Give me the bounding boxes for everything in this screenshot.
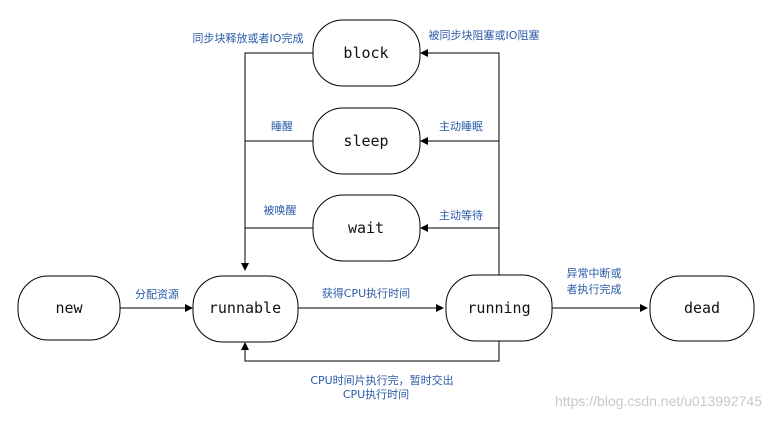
node-dead: dead — [649, 275, 755, 342]
label-new-to-runnable: 分配资源 — [135, 287, 179, 301]
edge-running-to-runnable — [241, 341, 500, 362]
label-running-to-block: 被同步块阻塞或IO阻塞 — [429, 28, 540, 42]
edge-running-to-block — [420, 49, 500, 275]
label-sleep-to-runnable: 睡醒 — [271, 120, 293, 133]
label-block-to-runnable: 同步块释放或者IO完成 — [193, 31, 304, 45]
node-runnable-label: runnable — [209, 299, 281, 317]
node-new-label: new — [55, 299, 83, 317]
label-running-to-runnable-line2: CPU执行时间 — [343, 387, 409, 401]
node-wait-label: wait — [348, 219, 384, 237]
label-running-to-sleep: 主动睡眠 — [439, 120, 483, 133]
node-sleep: sleep — [312, 107, 421, 175]
node-running: running — [445, 274, 553, 342]
node-runnable: runnable — [192, 275, 299, 343]
label-runnable-to-running: 获得CPU执行时间 — [322, 286, 410, 300]
node-running-label: running — [467, 299, 530, 317]
node-block-label: block — [343, 44, 388, 62]
label-running-to-wait: 主动等待 — [439, 208, 483, 222]
node-new: new — [17, 275, 121, 341]
node-block: block — [312, 19, 421, 87]
label-running-to-dead-line1: 异常中断或 — [567, 266, 622, 280]
edge-block-to-runnable — [241, 52, 313, 271]
label-wait-to-runnable: 被唤醒 — [264, 203, 297, 217]
node-dead-label: dead — [684, 299, 720, 317]
watermark: https://blog.csdn.net/u013992745 — [555, 393, 762, 409]
label-running-to-runnable-line1: CPU时间片执行完，暂时交出 — [310, 373, 453, 387]
label-running-to-dead-line2: 者执行完成 — [567, 282, 622, 296]
node-sleep-label: sleep — [343, 132, 388, 150]
node-wait: wait — [312, 194, 421, 262]
